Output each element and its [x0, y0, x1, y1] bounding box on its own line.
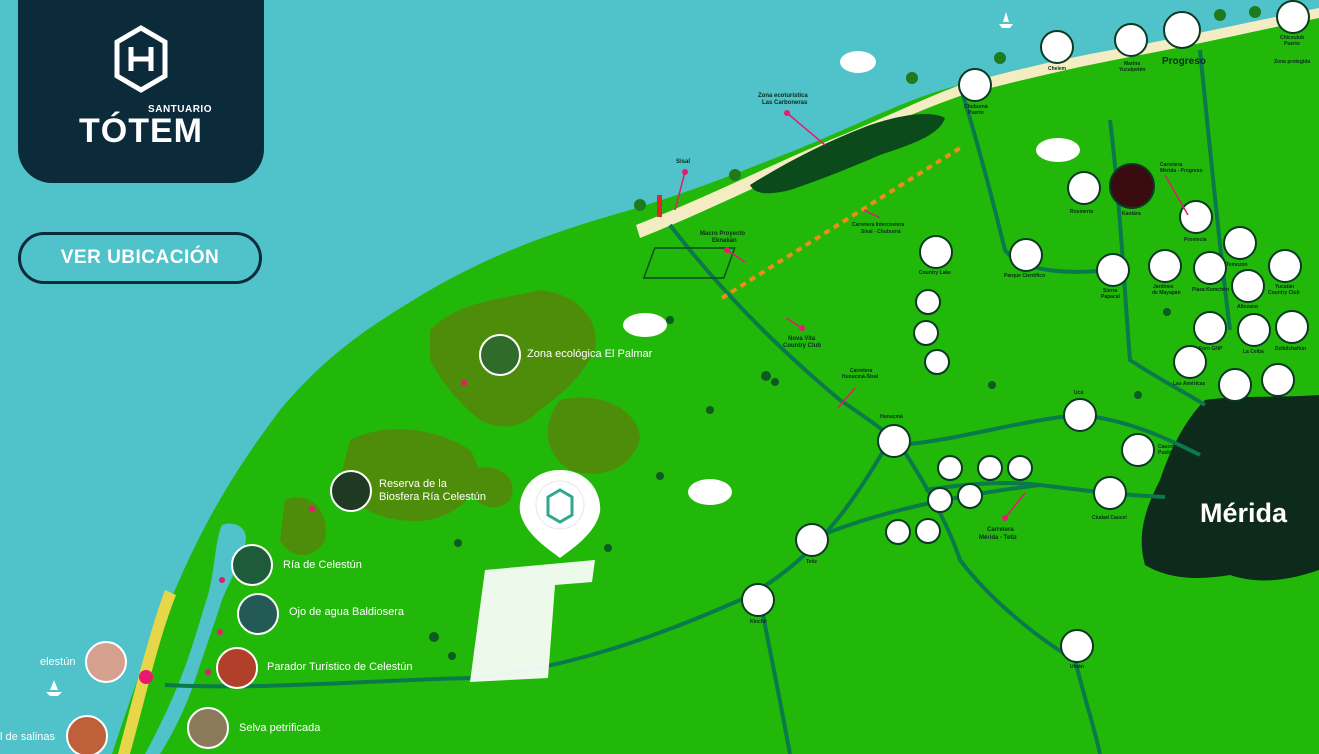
place-label-celestun[interactable]: elestún	[40, 656, 76, 668]
label-sisal: Sisal	[676, 159, 691, 165]
sailboat-north-icon	[999, 12, 1013, 28]
label-carretera-mp-1: Carretera	[1160, 162, 1183, 168]
label-carretera-hs-2: Hunucmá-Sisal	[842, 374, 879, 380]
label-carretera-hs-1: Carretera	[850, 368, 873, 374]
label-ciudad-caucel: Ciudad Caucel	[1092, 515, 1127, 521]
label-chelem: Chelem	[1048, 66, 1067, 72]
intercostera-road	[720, 146, 962, 300]
place-label-selva[interactable]: Selva petrificada	[239, 722, 321, 734]
town-icons	[741, 0, 1310, 663]
merida-label: Mérida	[1200, 498, 1288, 528]
label-laceiba: La Ceiba	[1243, 349, 1264, 355]
label-harbor: The Harbor	[1220, 406, 1247, 412]
label-zona-eco-1: Zona ecoturística	[758, 93, 808, 99]
trees	[429, 308, 1171, 660]
label-sierra-1: Sierra	[1103, 288, 1118, 294]
place-label-parador[interactable]: Parador Turístico de Celestún	[267, 661, 413, 673]
totem-lot	[470, 560, 595, 682]
place-label-reserva-2[interactable]: Biosfera Ría Celestún	[379, 491, 486, 503]
label-caucel-1: Caucel	[1158, 444, 1175, 450]
place-label-reserva-1[interactable]: Reserva de la	[379, 478, 447, 490]
label-altozano: Altozano	[1237, 304, 1259, 310]
label-carretera-inter-1: Carretera Intercostera	[852, 222, 905, 228]
progreso-label: Progreso	[1162, 56, 1206, 67]
label-parque-cientifico: Parque Científico	[1004, 273, 1046, 279]
sailboat-icon	[46, 680, 62, 696]
label-rosmerta: Rosmerta	[1070, 209, 1094, 215]
label-americas: Las Américas	[1173, 381, 1206, 387]
label-dzibil: Dzibilchaltún	[1275, 346, 1307, 352]
label-ucu: Ucú	[1074, 390, 1084, 396]
label-laisla: La Isla	[1272, 398, 1288, 404]
totem-logo-icon	[114, 25, 168, 93]
label-zona-protegida: Zona protegida	[1274, 59, 1311, 65]
label-uman: Umán	[1070, 664, 1084, 670]
label-caucel-2: Pueblo	[1158, 450, 1175, 456]
kantara-icon	[1109, 163, 1155, 209]
west-place-icons	[66, 334, 521, 754]
label-country-lake: Country Lake	[919, 270, 951, 276]
label-foro: Foro GNP	[1199, 346, 1223, 352]
label-zona-eco-2: Las Carboneras	[762, 100, 808, 106]
label-carretera-mt-2: Mérida - Tetiz	[979, 535, 1017, 541]
palm-trees	[634, 6, 1261, 211]
merida-area	[1141, 395, 1319, 581]
brand-name: TÓTEM	[79, 112, 203, 150]
place-label-palmar[interactable]: Zona ecológica El Palmar	[527, 348, 653, 360]
label-temozon: Temozón	[1226, 262, 1248, 268]
label-hunucma: Hunucmá	[880, 414, 903, 420]
beach-north	[636, 8, 1319, 238]
land-mass	[112, 0, 1319, 754]
label-sierra-2: Papacal	[1101, 294, 1120, 300]
brand-sub: SANTUARIO	[148, 104, 212, 115]
totem-pin[interactable]	[519, 470, 601, 558]
label-macro-2: Eknakán	[712, 238, 737, 244]
label-chicxulub-2: Puerto	[1284, 41, 1300, 47]
label-kantara: Kantára	[1122, 211, 1141, 217]
label-yucatan-1: Yucatán	[1275, 284, 1295, 290]
label-macro-1: Macro Proyecto	[700, 231, 746, 237]
label-yucatan-2: Country Club	[1268, 290, 1300, 296]
label-nova-2: Country Club	[783, 343, 821, 349]
label-jardines-1: Jardines	[1153, 284, 1174, 290]
ver-ubicacion-button[interactable]: VER UBICACIÓN	[18, 232, 262, 284]
label-jardines-2: de Mayapán	[1152, 290, 1181, 296]
label-carretera-mp-2: Mérida - Progreso	[1160, 168, 1203, 174]
label-kinchil: Kinchil	[750, 619, 767, 625]
label-marina-2: Yucalpetén	[1119, 67, 1146, 73]
clouds	[623, 51, 1080, 505]
lighthouse-icon	[657, 195, 662, 217]
label-carretera-inter-2: Sisal - Chuburná	[861, 229, 901, 235]
label-plaza-komchen: Plaza Komchén	[1192, 287, 1229, 293]
place-label-ojo-agua[interactable]: Ojo de agua Baldiosera	[289, 606, 404, 618]
label-tetiz: Tetiz	[806, 559, 818, 565]
label-chuburna-2: Puerto	[968, 110, 984, 116]
label-provincia: Provincia	[1184, 237, 1207, 243]
place-label-salinas[interactable]: l de salinas	[0, 731, 56, 743]
label-chuburna-1: Chuburná	[964, 104, 988, 110]
place-label-ria[interactable]: Ría de Celestún	[283, 559, 362, 571]
brand-logo-box[interactable]: SANTUARIO TÓTEM	[18, 0, 264, 183]
label-marina-1: Marina	[1124, 61, 1141, 67]
label-carretera-mt-1: Carretera	[987, 527, 1014, 533]
pointer-lines	[674, 112, 1189, 519]
label-nova-1: Nova Vita	[788, 336, 816, 342]
carboneras-forest	[750, 114, 945, 194]
eknakan-grid	[642, 247, 736, 279]
label-chicxulub-1: Chicxulub	[1280, 35, 1305, 41]
